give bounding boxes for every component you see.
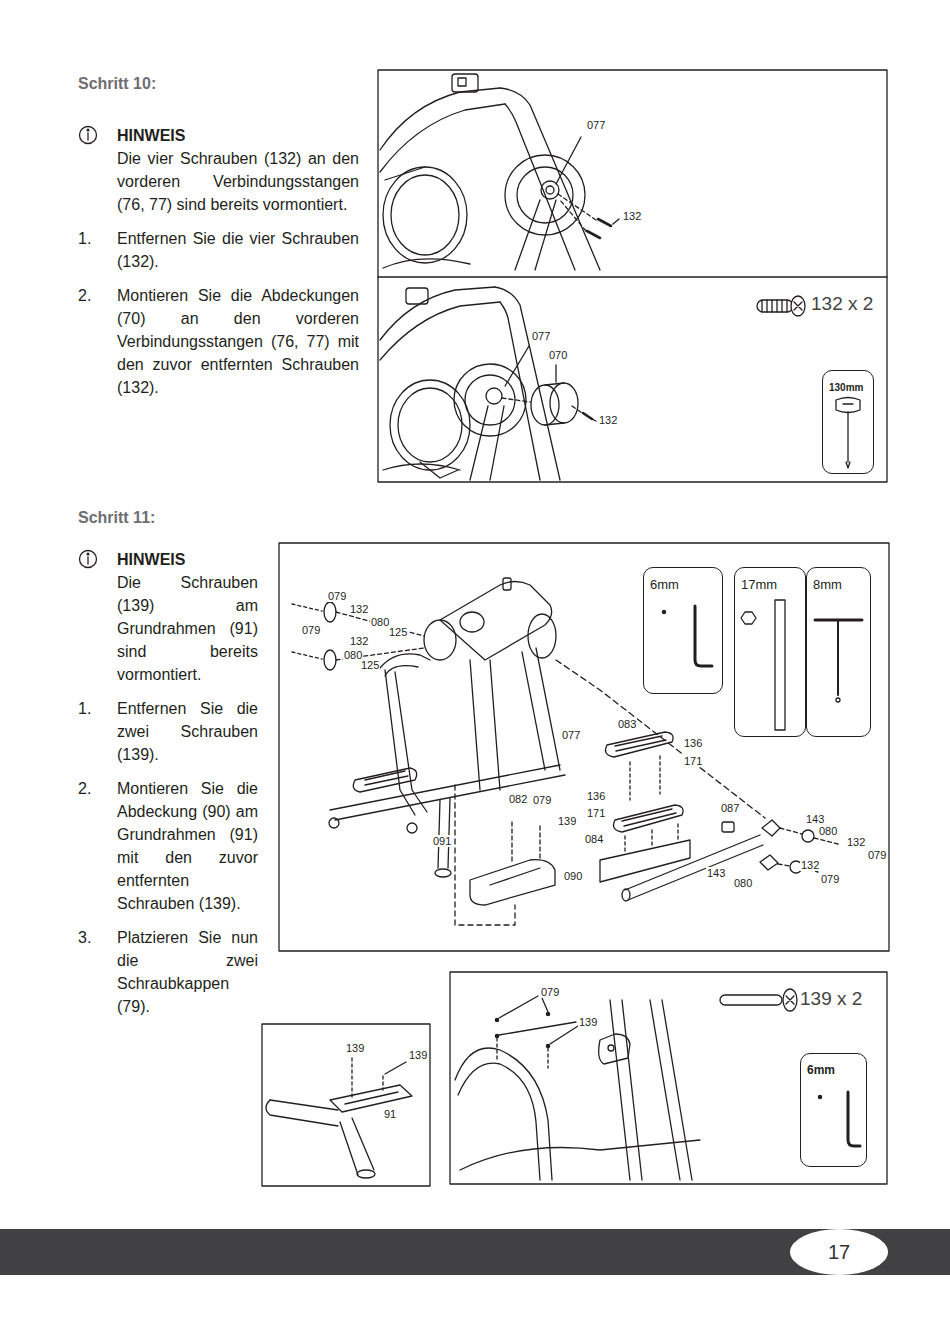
callout-number: 143	[706, 867, 726, 879]
step-number: 3.	[78, 926, 117, 1018]
callout-number: 079	[301, 624, 321, 636]
tool-box: 130mm	[822, 370, 874, 474]
callout-number: 083	[617, 718, 637, 730]
instruction-row: 1.Entfernen Sie die zwei Schrauben (139)…	[78, 697, 258, 766]
callout-number: 139	[345, 1042, 365, 1054]
callout-number: 079	[820, 873, 840, 885]
tool-box: 17mm	[734, 567, 806, 737]
step-number: 2.	[78, 284, 117, 399]
callout-number: 125	[360, 659, 380, 671]
step-number: 2.	[78, 777, 117, 915]
callout-number: 132	[800, 859, 820, 871]
callout-number: 91	[383, 1108, 397, 1120]
callout-number: 077	[586, 119, 606, 131]
tool-size: 17mm	[741, 577, 777, 592]
callout-number: 136	[586, 790, 606, 802]
instruction-row: 2.Montieren Sie die Abdeckung (90) am Gr…	[78, 777, 258, 915]
tool-size: 130mm	[829, 380, 863, 395]
callout-number: 132	[349, 635, 369, 647]
callout-number: 080	[733, 877, 753, 889]
callout-number: 079	[532, 794, 552, 806]
quantity-label: 132 x 2	[809, 293, 875, 315]
callout-number: 132	[598, 414, 618, 426]
callout-number: 139	[557, 815, 577, 827]
instruction-text: Entfernen Sie die vier Schrauben (132).	[117, 227, 359, 273]
callout-number: 090	[563, 870, 583, 882]
note-text: Die Schrauben (139) am Grundrahmen (91) …	[78, 571, 258, 686]
instruction-row: 3.Platzieren Sie nun die zwei Schraubkap…	[78, 926, 258, 1018]
callout-number: 084	[584, 833, 604, 845]
callout-number: 087	[720, 802, 740, 814]
instruction-row: 1.Entfernen Sie die vier Schrauben (132)…	[78, 227, 359, 273]
step-number: 1.	[78, 227, 117, 273]
callout-number: 082	[508, 793, 528, 805]
instruction-row: 2.Montieren Sie die Abdeckungen (70) an …	[78, 284, 359, 399]
callout-number: 171	[586, 807, 606, 819]
instruction-text: Montieren Sie die Abdeckung (90) am Grun…	[117, 777, 258, 915]
tool-size: 8mm	[813, 577, 842, 592]
callout-number: 171	[683, 755, 703, 767]
note-heading: HINWEIS	[78, 548, 258, 571]
text-column: Schritt 11: HINWEISDie Schrauben (139) am…	[78, 506, 258, 1018]
callout-number: 132	[622, 210, 642, 222]
callout-number: 132	[349, 603, 369, 615]
callout-number: 079	[540, 986, 560, 998]
callout-number: 125	[388, 626, 408, 638]
step-heading: Schritt 10:	[78, 72, 359, 95]
instruction-text: Montieren Sie die Abdeckungen (70) an de…	[117, 284, 359, 399]
page-number: 17	[790, 1229, 888, 1275]
tool-box: 6mm	[800, 1053, 867, 1167]
tool-box: 6mm	[643, 567, 723, 694]
callout-number: 077	[561, 729, 581, 741]
callout-number: 139	[408, 1049, 428, 1061]
callout-number: 143	[805, 813, 825, 825]
callout-number: 080	[818, 825, 838, 837]
callout-number: 077	[531, 330, 551, 342]
callout-number: 079	[867, 849, 887, 861]
tool-size: 6mm	[807, 1063, 835, 1078]
callout-number: 079	[327, 590, 347, 602]
callout-number: 132	[846, 836, 866, 848]
step-number: 1.	[78, 697, 117, 766]
tool-box: 8mm	[806, 567, 871, 737]
callout-number: 091	[432, 835, 452, 847]
note-text: Die vier Schrauben (132) an den vorderen…	[78, 147, 359, 216]
instruction-text: Platzieren Sie nun die zwei Schraubkappe…	[117, 926, 258, 1018]
note-heading: HINWEIS	[78, 124, 359, 147]
callout-number: 136	[683, 737, 703, 749]
text-column: Schritt 10: HINWEISDie vier Schrauben (13…	[78, 72, 359, 399]
step-heading: Schritt 11:	[78, 506, 258, 529]
callout-number: 139	[578, 1016, 598, 1028]
quantity-label: 139 x 2	[798, 988, 864, 1010]
instruction-text: Entfernen Sie die zwei Schrauben (139).	[117, 697, 258, 766]
tool-size: 6mm	[650, 577, 679, 592]
callout-number: 070	[548, 349, 568, 361]
page-number-text: 17	[828, 1240, 850, 1264]
